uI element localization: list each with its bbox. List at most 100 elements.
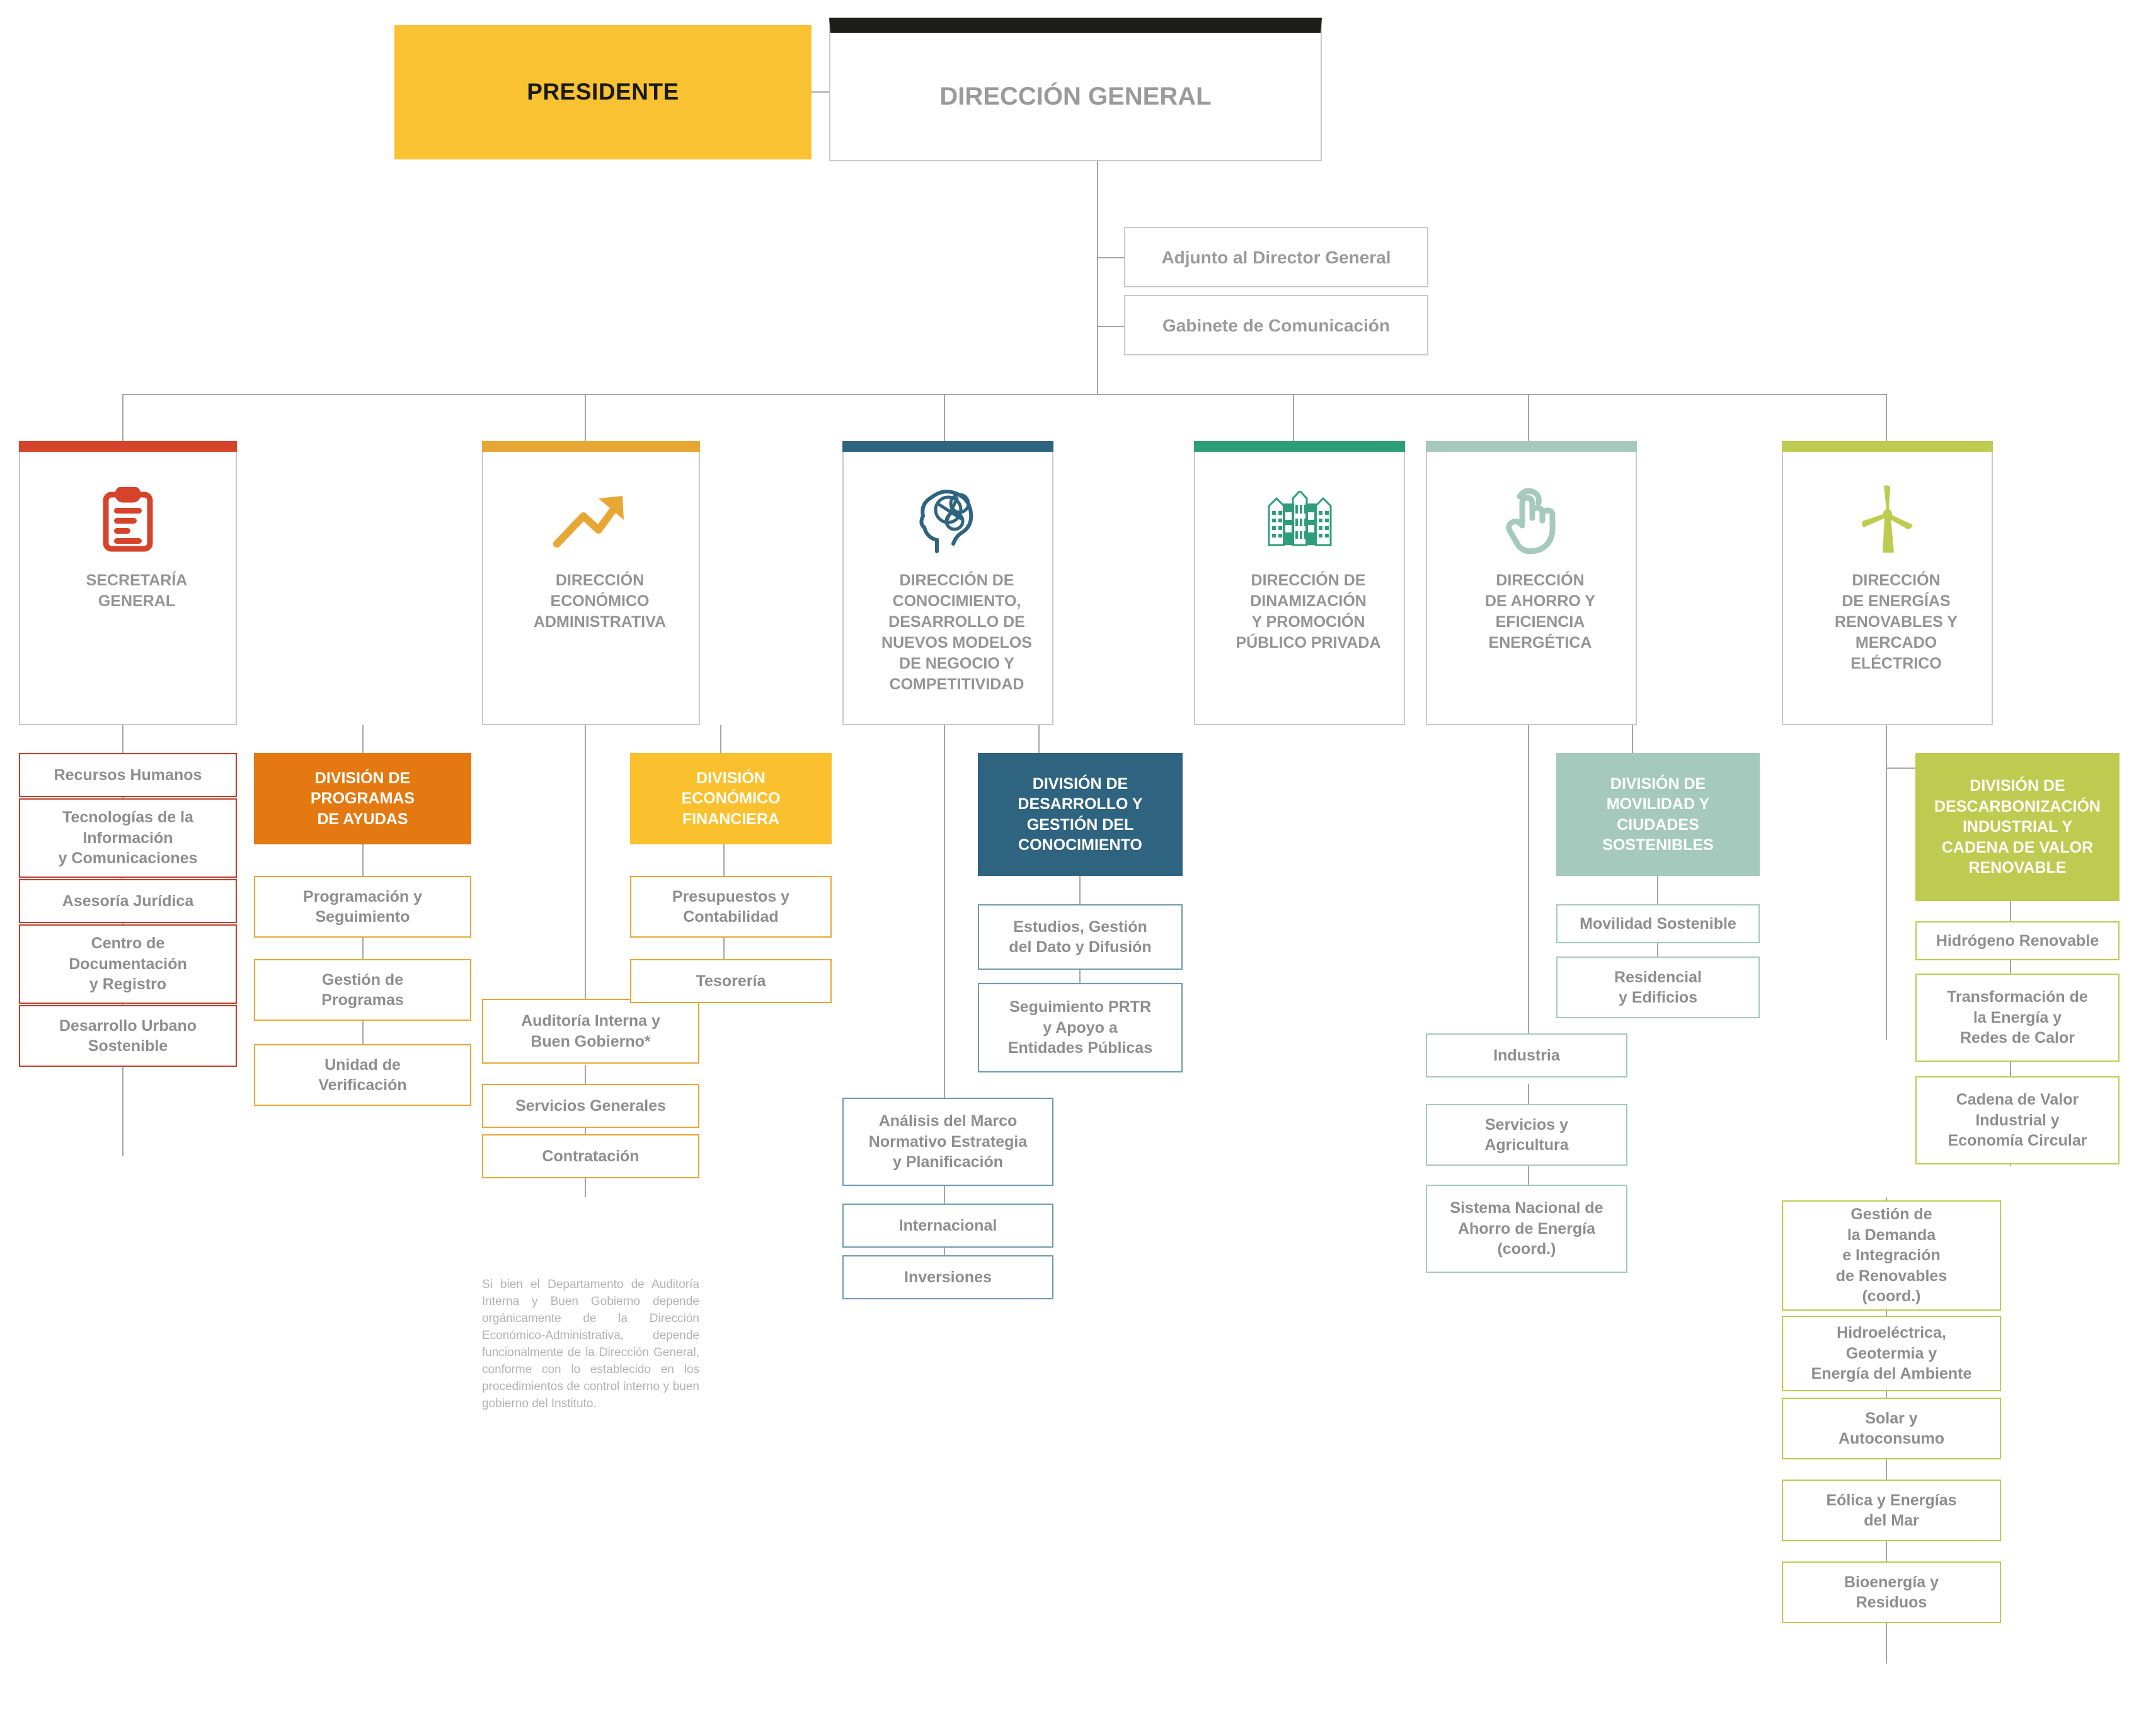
division-descarbonizacion[interactable]: DIVISIÓN DE DESCARBONIZACIÓN INDUSTRIAL … xyxy=(1915,753,2120,901)
leaf-gestion-demanda[interactable]: Gestión de la Demanda e Integración de R… xyxy=(1782,1200,2001,1311)
division-title: DIVISIÓN DE DESARROLLO Y GESTIÓN DEL CON… xyxy=(1018,774,1143,854)
staff-box-adjunto[interactable]: Adjunto al Director General xyxy=(1124,227,1428,287)
wind-turbine-icon xyxy=(1783,482,1992,558)
leaf-hidrogeno-renovable[interactable]: Hidrógeno Renovable xyxy=(1915,921,2120,960)
leaf-label: Tecnologías de la Información y Comunica… xyxy=(58,808,198,868)
division-title: DIVISIÓN DE PROGRAMAS DE AYUDAS xyxy=(310,769,415,828)
brain-head-icon xyxy=(844,482,1052,558)
connector-divmov-elbow-v xyxy=(1632,725,1633,767)
connector-col2-spine xyxy=(585,1065,586,1197)
leaf-unidad-verificacion[interactable]: Unidad de Verificación xyxy=(254,1044,471,1106)
leaf-label: Solar y Autoconsumo xyxy=(1838,1409,1945,1448)
division-desarrollo-gestion-conocimiento[interactable]: DIVISIÓN DE DESARROLLO Y GESTIÓN DEL CON… xyxy=(978,753,1183,876)
connector-col1-stem xyxy=(122,725,123,753)
leaf-estudios-gestion-dato[interactable]: Estudios, Gestión del Dato y Difusión xyxy=(978,904,1183,970)
leaf-cadena-valor-industrial[interactable]: Cadena de Valor Industrial y Economía Ci… xyxy=(1915,1076,2120,1164)
connector-dirgen-trunk xyxy=(1097,158,1098,394)
hand-click-icon xyxy=(1427,482,1636,558)
leaf-label: Seguimiento PRTR y Apoyo a Entidades Púb… xyxy=(1007,998,1153,1057)
direccion-general-label: DIRECCIÓN GENERAL xyxy=(939,83,1212,110)
leaf-label: Presupuestos y Contabilidad xyxy=(672,887,790,926)
leaf-label: Unidad de Verificación xyxy=(318,1055,407,1095)
connector-divdesc-elbow-v xyxy=(1886,725,1887,767)
leaf-industria[interactable]: Industria xyxy=(1426,1033,1627,1078)
leaf-centro-documentacion[interactable]: Centro de Documentación y Registro xyxy=(19,924,237,1004)
accent-cap-secretaria-general xyxy=(19,441,237,452)
leaf-bioenergia-residuos[interactable]: Bioenergía y Residuos xyxy=(1782,1561,2001,1623)
direccion-card-title: DIRECCIÓN DE AHORRO Y EFICIENCIA ENERGÉT… xyxy=(1484,572,1596,652)
direccion-card-title: DIRECCIÓN ECONÓMICO ADMINISTRATIVA xyxy=(533,572,667,631)
leaf-contratacion[interactable]: Contratación xyxy=(482,1134,699,1178)
leaf-asesoria-juridica[interactable]: Asesoría Jurídica xyxy=(19,879,237,923)
division-title: DIVISIÓN ECONÓMICO FINANCIERA xyxy=(681,769,781,828)
direccion-card-conocimiento[interactable]: DIRECCIÓN DE CONOCIMIENTO, DESARROLLO DE… xyxy=(842,452,1053,725)
leaf-label: Eólica y Energías del Mar xyxy=(1826,1491,1957,1530)
leaf-internacional[interactable]: Internacional xyxy=(842,1204,1053,1248)
leaf-label: Bioenergía y Residuos xyxy=(1844,1573,1939,1612)
leaf-label: Movilidad Sostenible xyxy=(1580,914,1736,933)
leaf-tesoreria[interactable]: Tesorería xyxy=(630,959,832,1003)
direccion-card-title: DIRECCIÓN DE CONOCIMIENTO, DESARROLLO DE… xyxy=(881,572,1032,693)
division-movilidad-ciudades-sostenibles[interactable]: DIVISIÓN DE MOVILIDAD Y CIUDADES SOSTENI… xyxy=(1556,753,1760,876)
presidente-box[interactable]: PRESIDENTE xyxy=(394,25,812,159)
direccion-card-dinamizacion[interactable]: DIRECCIÓN DE DINAMIZACIÓN Y PROMOCIÓN PÚ… xyxy=(1194,452,1405,725)
leaf-recursos-humanos[interactable]: Recursos Humanos xyxy=(19,753,237,797)
leaf-label: Recursos Humanos xyxy=(54,766,202,784)
leaf-hidroelectrica-geotermia[interactable]: Hidroeléctrica, Geotermia y Energía del … xyxy=(1782,1316,2001,1391)
leaf-label: Cadena de Valor Industrial y Economía Ci… xyxy=(1948,1091,2087,1150)
leaf-desarrollo-urbano[interactable]: Desarrollo Urbano Sostenible xyxy=(19,1005,237,1067)
direccion-card-economico-administrativa[interactable]: DIRECCIÓN ECONÓMICO ADMINISTRATIVA xyxy=(482,452,700,725)
direccion-card-title: SECRETARÍA GENERAL xyxy=(86,572,188,610)
leaf-label: Servicios Generales xyxy=(515,1096,667,1115)
leaf-servicios-agricultura[interactable]: Servicios y Agricultura xyxy=(1426,1104,1627,1166)
leaf-label: Hidroeléctrica, Geotermia y Energía del … xyxy=(1811,1324,1972,1383)
connector-staff-2 xyxy=(1097,326,1124,327)
direccion-card-energias-renovables[interactable]: DIRECCIÓN DE ENERGÍAS RENOVABLES Y MERCA… xyxy=(1782,452,1993,725)
leaf-label: Desarrollo Urbano Sostenible xyxy=(59,1016,197,1055)
clipboard-icon xyxy=(20,482,236,558)
staff-box-gabinete[interactable]: Gabinete de Comunicación xyxy=(1124,295,1428,355)
leaf-gestion-programas[interactable]: Gestión de Programas xyxy=(254,959,471,1021)
connector-col2-stem xyxy=(585,725,586,1021)
staff-label: Adjunto al Director General xyxy=(1161,247,1391,267)
direccion-card-secretaria-general[interactable]: SECRETARÍA GENERAL xyxy=(19,452,237,725)
leaf-label: Estudios, Gestión del Dato y Difusión xyxy=(1009,917,1152,957)
leaf-eolica-energias-mar[interactable]: Eólica y Energías del Mar xyxy=(1782,1480,2001,1541)
connector-col6-stem xyxy=(1886,725,1887,1040)
leaf-presupuestos-contabilidad[interactable]: Presupuestos y Contabilidad xyxy=(630,876,832,938)
leaf-auditoria-interna[interactable]: Auditoría Interna y Buen Gobierno* xyxy=(482,999,699,1064)
division-programas-ayudas[interactable]: DIVISIÓN DE PROGRAMAS DE AYUDAS xyxy=(254,753,471,844)
leaf-label: Gestión de la Demanda e Integración de R… xyxy=(1835,1205,1948,1306)
leaf-inversiones[interactable]: Inversiones xyxy=(842,1255,1053,1299)
connector-presidente-dirgen xyxy=(812,91,829,93)
connector-drop-col2 xyxy=(585,394,586,441)
leaf-label: Industria xyxy=(1493,1046,1560,1064)
leaf-sistema-nacional-ahorro[interactable]: Sistema Nacional de Ahorro de Energía (c… xyxy=(1426,1185,1627,1273)
division-title: DIVISIÓN DE DESCARBONIZACIÓN INDUSTRIAL … xyxy=(1934,777,2101,877)
leaf-analisis-marco-normativo[interactable]: Análisis del Marco Normativo Estrategia … xyxy=(842,1098,1053,1186)
connector-drop-col5 xyxy=(1528,394,1529,441)
leaf-residencial-edificios[interactable]: Residencial y Edificios xyxy=(1556,957,1760,1018)
connector-drop-col4 xyxy=(1293,394,1294,441)
leaf-servicios-generales[interactable]: Servicios Generales xyxy=(482,1084,699,1128)
accent-cap-economico-administrativa xyxy=(482,441,700,452)
leaf-solar-autoconsumo[interactable]: Solar y Autoconsumo xyxy=(1782,1398,2001,1459)
leaf-tecnologias-informacion[interactable]: Tecnologías de la Información y Comunica… xyxy=(19,798,237,878)
leaf-movilidad-sostenible[interactable]: Movilidad Sostenible xyxy=(1556,904,1760,943)
connector-col5-stem xyxy=(1528,725,1529,1040)
leaf-seguimiento-prtr[interactable]: Seguimiento PRTR y Apoyo a Entidades Púb… xyxy=(978,983,1183,1072)
leaf-label: Servicios y Agricultura xyxy=(1484,1115,1569,1154)
leaf-programacion-seguimiento[interactable]: Programación y Seguimiento xyxy=(254,876,471,938)
leaf-label: Sistema Nacional de Ahorro de Energía (c… xyxy=(1450,1199,1603,1258)
direccion-card-title: DIRECCIÓN DE ENERGÍAS RENOVABLES Y MERCA… xyxy=(1835,572,1958,672)
staff-label: Gabinete de Comunicación xyxy=(1162,315,1390,335)
leaf-label: Tesorería xyxy=(696,972,766,990)
leaf-label: Análisis del Marco Normativo Estrategia … xyxy=(868,1112,1028,1171)
direccion-card-ahorro-eficiencia[interactable]: DIRECCIÓN DE AHORRO Y EFICIENCIA ENERGÉT… xyxy=(1426,452,1637,725)
leaf-label: Residencial y Edificios xyxy=(1614,968,1702,1007)
footnote-text: Si bien el Departamento de Auditoría Int… xyxy=(482,1278,699,1410)
division-economico-financiera[interactable]: DIVISIÓN ECONÓMICO FINANCIERA xyxy=(630,753,832,844)
leaf-transformacion-energia[interactable]: Transformación de la Energía y Redes de … xyxy=(1915,974,2120,1062)
direccion-general-box[interactable]: DIRECCIÓN GENERAL xyxy=(829,18,1322,161)
connector-drop-col6 xyxy=(1886,394,1887,441)
